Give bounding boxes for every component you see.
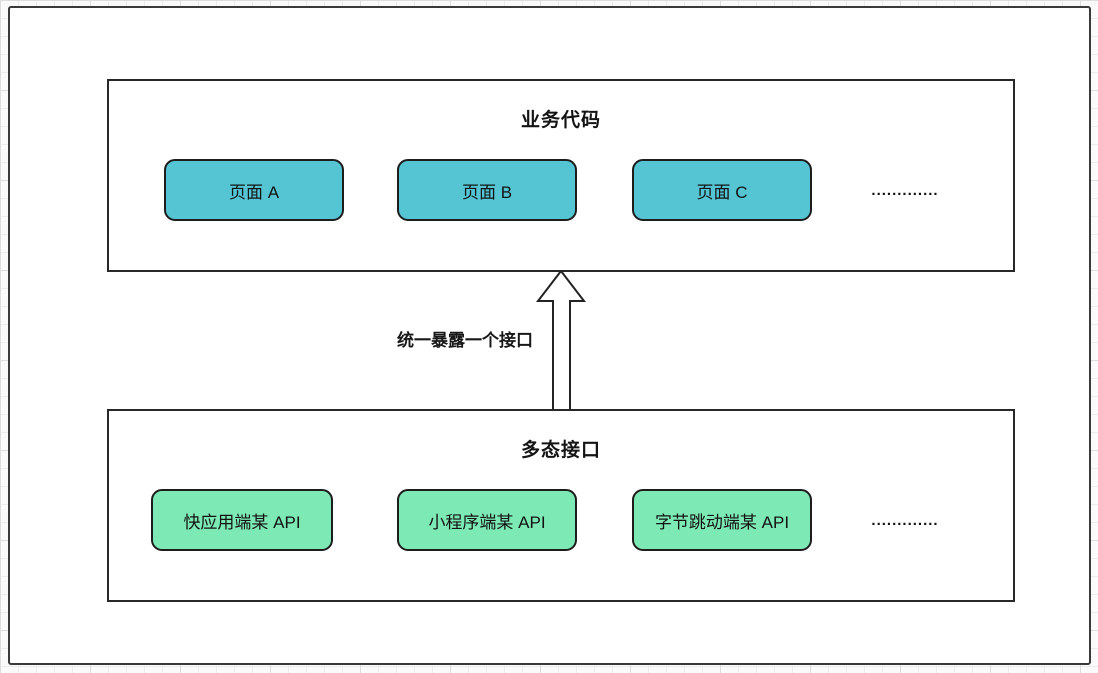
quickapp-api-label: 快应用端某 API: [183, 512, 301, 532]
page-a-card: 页面 A: [164, 159, 344, 221]
page-b-card: 页面 B: [397, 159, 577, 221]
business-code-title: 业务代码: [520, 110, 601, 131]
quickapp-api-card: 快应用端某 API: [151, 489, 333, 551]
page-a-label: 页面 A: [228, 182, 280, 202]
page-c-label: 页面 C: [696, 182, 748, 202]
business-code-section: 业务代码 页面 A 页面 B 页面 C .............: [107, 79, 1015, 272]
more-apis-ellipsis: .............: [871, 511, 939, 529]
polymorphic-interface-section: 多态接口 快应用端某 API 小程序端某 API 字节跳动端某 API ....…: [107, 409, 1015, 602]
miniprogram-api-label: 小程序端某 API: [428, 512, 546, 532]
bytedance-api-label: 字节跳动端某 API: [654, 512, 790, 532]
polymorphic-interface-title: 多态接口: [520, 440, 601, 461]
up-arrow-icon: [535, 270, 587, 411]
arrow-label: 统一暴露一个接口: [397, 331, 533, 350]
page-c-card: 页面 C: [632, 159, 812, 221]
bytedance-api-card: 字节跳动端某 API: [632, 489, 812, 551]
page-b-label: 页面 B: [461, 182, 513, 202]
outer-frame: 业务代码 页面 A 页面 B 页面 C ............. 统一暴露一个…: [8, 6, 1091, 665]
miniprogram-api-card: 小程序端某 API: [397, 489, 577, 551]
more-pages-ellipsis: .............: [871, 181, 939, 199]
